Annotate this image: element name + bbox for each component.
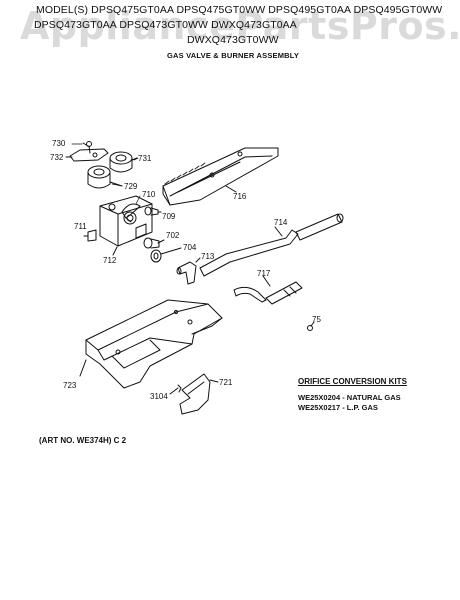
part-731-coil [109, 151, 138, 173]
part-723-bracket [79, 299, 223, 389]
label-717: 717 [257, 269, 271, 278]
part-75-screw [307, 321, 315, 331]
label-75: 75 [312, 315, 321, 324]
label-704: 704 [183, 243, 197, 252]
part-713-elbow [176, 257, 201, 285]
label-730: 730 [52, 139, 66, 148]
label-710: 710 [142, 190, 156, 199]
orifice-kit-lp-gas: WE25X0217 - L.P. GAS [298, 403, 378, 412]
orifice-kit-natural-gas: WE25X0204 - NATURAL GAS [298, 393, 401, 402]
part-732-bracket [65, 148, 109, 162]
diagram-title: GAS VALVE & BURNER ASSEMBLY [167, 51, 300, 60]
part-714-gas-tube [199, 213, 344, 277]
model-list-line-1: MODEL(S) DPSQ475GT0AA DPSQ475GT0WW DPSQ4… [36, 4, 443, 16]
part-730-screw [82, 141, 92, 154]
label-709: 709 [162, 212, 176, 221]
part-704-fitting [150, 247, 182, 263]
part-702-fitting [143, 237, 165, 249]
label-721: 721 [219, 378, 233, 387]
part-709-bolt [144, 206, 162, 216]
part-721-bracket [179, 373, 219, 415]
label-702: 702 [166, 231, 180, 240]
part-717-igniter [233, 275, 303, 305]
label-712: 712 [103, 256, 117, 265]
watermark: AppliancePartsPros.com [20, 4, 460, 48]
label-716: 716 [233, 192, 247, 201]
part-3104-screw [169, 384, 182, 395]
part-712-valve-body [99, 195, 153, 256]
part-711-plug [83, 229, 97, 242]
leader-lines [71, 143, 141, 205]
label-714: 714 [274, 218, 288, 227]
orifice-kits-title: ORIFICE CONVERSION KITS [298, 377, 407, 386]
label-729: 729 [124, 182, 138, 191]
label-723: 723 [63, 381, 77, 390]
label-713: 713 [201, 252, 215, 261]
art-number: (ART NO. WE374H) C 2 [39, 436, 127, 445]
label-732: 732 [50, 153, 64, 162]
label-3104: 3104 [150, 392, 168, 401]
part-716-burner [162, 147, 279, 206]
label-711: 711 [74, 222, 87, 231]
label-731: 731 [138, 154, 152, 163]
model-list-line-2: DPSQ473GT0AA DPSQ473GT0WW DWXQ473GT0AA [34, 19, 297, 31]
part-710-fitting [121, 203, 141, 223]
model-list-line-3: DWXQ473GT0WW [187, 34, 279, 46]
